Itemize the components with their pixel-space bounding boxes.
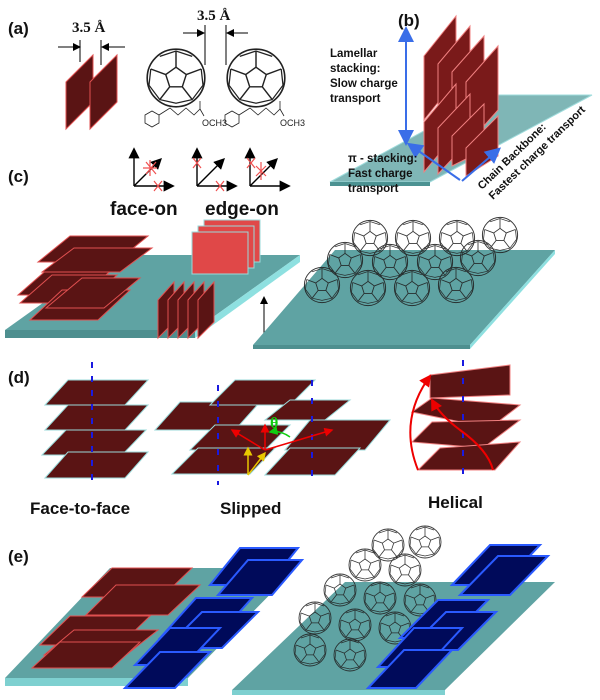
panel-c-label: (c) <box>8 167 29 186</box>
spacing-label-left: 3.5 Å <box>72 20 106 36</box>
helical-label: Helical <box>428 493 483 512</box>
lamellar-line: stacking: <box>330 63 381 75</box>
edge-on-label: edge-on <box>205 199 279 220</box>
stacked-slabs-a <box>65 53 118 131</box>
pcbm-molecule-right <box>226 48 286 108</box>
edge-on-stack <box>157 219 261 340</box>
panel-b-label: (b) <box>398 11 420 30</box>
panel-d-label: (d) <box>8 368 30 387</box>
panel-d: (d) Face-to-face <box>8 360 522 518</box>
spacing-label-right: 3.5 Å <box>197 8 231 24</box>
blue-stack-e-left <box>122 547 305 689</box>
spacing-arrows-left <box>58 40 125 65</box>
panel-a-label: (a) <box>8 19 29 38</box>
panel-c: (c) face-on edge-on <box>5 147 555 349</box>
slipped-stack: θ <box>153 379 392 485</box>
face-on-label: face-on <box>110 199 178 220</box>
lamellar-line: Lamellar <box>330 48 378 60</box>
orientation-crosses <box>143 157 267 192</box>
pi-stacking-line: Fast charge <box>348 168 413 180</box>
panel-a: (a) 3.5 Å 3.5 Å OCH3 OCH3 <box>8 8 305 131</box>
pi-stacking-line: transport <box>348 183 399 195</box>
theta-label: θ <box>270 415 278 432</box>
lamellar-line: transport <box>330 93 381 105</box>
transport-arrows-b <box>398 26 502 182</box>
pi-stacking-line: π - stacking: <box>348 153 418 165</box>
face-to-face-stack <box>40 362 150 488</box>
pcbm-molecule-left <box>146 48 206 108</box>
lamellar-line: Slow charge <box>330 78 398 90</box>
blue-stack-e-right <box>365 544 551 689</box>
ester-label-right: OCH3 <box>280 118 305 128</box>
face-to-face-label: Face-to-face <box>30 499 130 518</box>
face-on-stack-e <box>30 567 202 669</box>
spacing-arrows-right <box>183 25 248 65</box>
face-on-stack <box>16 235 154 321</box>
panel-e: (e) <box>5 525 555 695</box>
orientation-axes <box>128 147 291 192</box>
lamellar-slabs-b <box>423 14 499 177</box>
lamellar-text: Lamellar stacking: Slow charge transport <box>330 48 398 105</box>
pi-stacking-text: π - stacking: Fast charge transport <box>348 153 418 195</box>
side-chains-a <box>144 101 285 128</box>
slipped-label: Slipped <box>220 499 281 518</box>
ester-label-left: OCH3 <box>202 118 227 128</box>
helical-stack <box>409 360 522 478</box>
substrate-c-right <box>253 250 555 345</box>
panel-e-label: (e) <box>8 547 29 566</box>
panel-b: (b) Lamellar stacking: Slow charge trans… <box>329 11 593 202</box>
